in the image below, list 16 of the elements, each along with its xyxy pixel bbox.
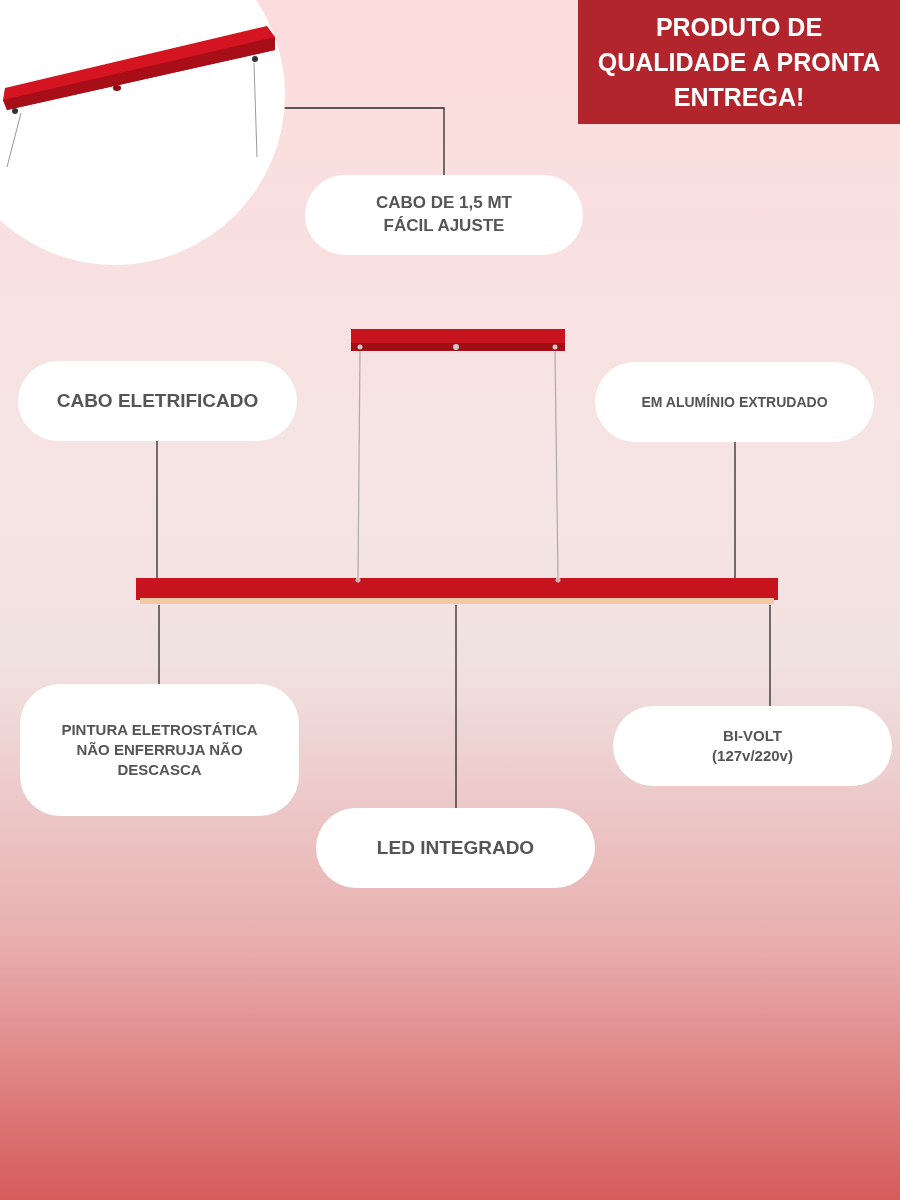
leader-line bbox=[455, 604, 457, 809]
callout-text: CABO ELETRIFICADO bbox=[56, 389, 259, 414]
callout-text: BI-VOLT (127v/220v) bbox=[711, 725, 794, 766]
callout-text: EM ALUMÍNIO EXTRUDADO bbox=[641, 392, 828, 412]
pendant-lamp-bar bbox=[136, 578, 778, 605]
leader-line bbox=[734, 441, 736, 579]
callout-text: PINTURA ELETROSTÁTICA NÃO ENFERRUJA NÃO DESCASCA bbox=[60, 719, 259, 781]
leader-line bbox=[283, 107, 445, 176]
callout-pill bbox=[20, 684, 299, 816]
callout-text: LED INTEGRADO bbox=[376, 836, 535, 861]
banner-text: PRODUTO DE QUALIDADE A PRONTA ENTREGA! bbox=[596, 11, 882, 113]
leader-line bbox=[158, 604, 160, 685]
promo-banner bbox=[578, 0, 900, 124]
leader-line bbox=[769, 604, 771, 707]
leader-line bbox=[156, 440, 158, 579]
callout-text: CABO DE 1,5 MT FÁCIL AJUSTE bbox=[375, 192, 513, 237]
